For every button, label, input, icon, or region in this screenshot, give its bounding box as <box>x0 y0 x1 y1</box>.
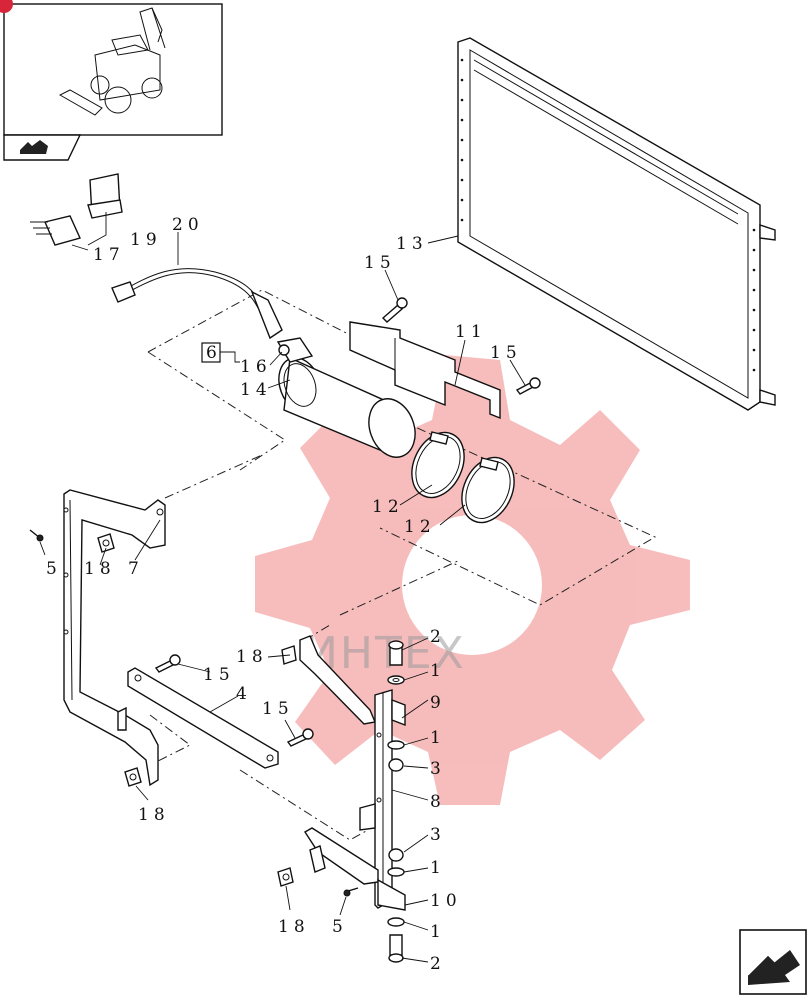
callout-2-top: 2 <box>430 627 446 647</box>
callout-3-a: 3 <box>430 759 446 779</box>
fastener-stack-part <box>277 640 405 963</box>
callout-5-bottom: 5 <box>332 917 348 937</box>
callout-18-left: 18 <box>84 559 116 579</box>
callout-7: 7 <box>128 559 144 579</box>
callout-15-right: 15 <box>490 343 522 363</box>
callout-8: 8 <box>430 792 446 812</box>
callout-11: 11 <box>455 322 487 342</box>
callout-1-a: 1 <box>430 661 446 681</box>
callout-15-bar: 15 <box>203 665 235 685</box>
callout-1-c: 1 <box>430 858 446 878</box>
callout-13: 13 <box>396 234 428 254</box>
assembly-outline <box>147 289 657 841</box>
support-bar-part <box>127 667 279 769</box>
callout-5-left: 5 <box>46 559 62 579</box>
machine-thumbnail-icon <box>58 7 166 116</box>
callout-3-b: 3 <box>430 825 446 845</box>
pressure-switch-cable-part <box>111 268 283 340</box>
leader-lines <box>39 212 526 963</box>
corner-mark-icon <box>0 0 13 13</box>
radiator-part <box>457 37 776 411</box>
callout-16: 16 <box>240 357 272 377</box>
callout-18-mid: 18 <box>236 647 268 667</box>
drier-bracket-part <box>349 321 501 420</box>
callout-14: 14 <box>240 380 272 400</box>
next-page-arrow-icon[interactable] <box>739 929 807 995</box>
previous-page-arrow-icon[interactable] <box>20 140 48 154</box>
callout-labels: 13 15 11 15 19 20 17 16 14 12 12 5 18 7 … <box>46 215 522 974</box>
callout-12-lower: 12 <box>404 517 436 537</box>
callout-15-lower: 15 <box>262 699 294 719</box>
fastener-part <box>29 529 142 787</box>
callout-9: 9 <box>430 693 446 713</box>
relay-part <box>30 173 123 246</box>
callout-18-bottom: 18 <box>278 917 310 937</box>
left-frame-part <box>63 489 166 787</box>
thumbnail-panel <box>0 0 223 161</box>
callout-19: 19 <box>130 230 162 250</box>
callout-15-top: 15 <box>364 253 396 273</box>
watermark-gear-icon <box>255 355 690 805</box>
lower-right-bracket-part <box>304 827 406 911</box>
callout-17: 17 <box>93 245 125 265</box>
callout-1-b: 1 <box>430 728 446 748</box>
callout-18-bottom-left: 18 <box>138 805 170 825</box>
callout-20: 20 <box>172 215 204 235</box>
callout-1-d: 1 <box>430 922 446 942</box>
bolt-part <box>381 297 541 395</box>
bolt-part <box>154 654 314 747</box>
callout-10: 10 <box>430 891 462 911</box>
callout-12-upper: 12 <box>372 497 404 517</box>
callout-2-bottom: 2 <box>430 954 446 974</box>
reference-box-label: 6 <box>206 343 217 363</box>
hose-clamp-part <box>411 431 515 524</box>
callout-4: 4 <box>236 684 252 704</box>
reference-box[interactable]: 6 <box>201 342 240 363</box>
